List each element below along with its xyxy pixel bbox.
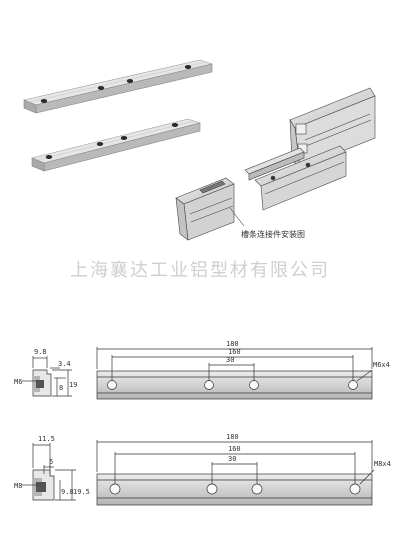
company-watermark: 上海襄达工业铝型材有限公司 bbox=[70, 260, 330, 281]
nut-bar-photo-1 bbox=[23, 59, 214, 114]
dim-hole-span-label: 160 bbox=[228, 445, 241, 453]
drawing-m6: 9.8 3.4 M6 8 19 180 160 30 bbox=[14, 340, 390, 400]
dim-pitch-label: 30 bbox=[226, 356, 234, 364]
section-width-label: 11.5 bbox=[38, 435, 55, 443]
section-view-m6 bbox=[22, 356, 72, 397]
section-view-m8 bbox=[22, 443, 76, 501]
section-height-outer-label: 19.5 bbox=[73, 488, 90, 496]
section-width-label: 9.8 bbox=[34, 348, 47, 356]
section-thread-label: M6 bbox=[14, 378, 22, 386]
dim-total-label: 180 bbox=[226, 433, 239, 441]
section-thread-label: M8 bbox=[14, 482, 22, 490]
section-height-inner-label: 9.8 bbox=[61, 488, 74, 496]
nut-bar-photo-2 bbox=[31, 118, 202, 172]
thread-callout: M8x4 bbox=[374, 460, 391, 468]
installation-caption: 槽条连接件安装图 bbox=[241, 230, 305, 239]
section-offset-label: 3.4 bbox=[58, 360, 71, 368]
section-height-outer-label: 19 bbox=[69, 381, 77, 389]
thread-callout: M6x4 bbox=[373, 361, 390, 369]
drawing-m8: 11.5 5 M8 9.8 19.5 180 160 30 M8x4 bbox=[14, 433, 391, 506]
dim-pitch-label: 30 bbox=[228, 455, 236, 463]
profile-installation-illustration bbox=[175, 87, 376, 241]
top-view-m8 bbox=[96, 440, 375, 506]
top-view-m6 bbox=[96, 347, 373, 400]
dim-hole-span-label: 160 bbox=[228, 348, 241, 356]
section-height-inner-label: 8 bbox=[59, 384, 63, 392]
dim-total-label: 180 bbox=[226, 340, 239, 348]
section-offset-label: 5 bbox=[49, 458, 53, 466]
